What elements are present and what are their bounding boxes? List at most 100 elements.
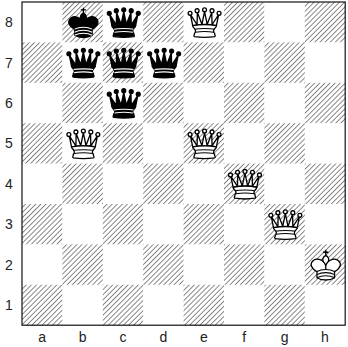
light-square: [184, 244, 225, 285]
queen-ball: [129, 49, 133, 53]
queen-base: [152, 65, 176, 78]
dark-square: [224, 2, 265, 43]
queen-ball: [243, 169, 247, 173]
queen-ball: [114, 90, 118, 94]
queen-ball: [114, 9, 118, 13]
dark-square: [224, 83, 265, 124]
file-label: f: [236, 329, 252, 345]
queen-base: [112, 65, 136, 78]
queen-base: [274, 227, 298, 240]
king-band: [75, 27, 93, 35]
queen-ball: [298, 213, 302, 217]
king-band: [317, 270, 335, 278]
dark-square: [62, 2, 103, 43]
dark-square: [103, 123, 144, 164]
file-label: e: [196, 329, 212, 345]
file-label: h: [317, 329, 333, 345]
light-square: [305, 123, 346, 164]
light-square: [22, 164, 63, 205]
king-cross: [324, 250, 328, 255]
light-square: [224, 285, 265, 326]
queen-band: [74, 69, 93, 73]
queen-base: [72, 146, 96, 159]
queen-ball: [276, 211, 280, 215]
light-square: [103, 164, 144, 205]
dark-square: [264, 123, 305, 164]
black-queen: [107, 89, 140, 118]
black-queen: [67, 48, 100, 77]
light-square: [224, 42, 265, 83]
light-square: [22, 2, 63, 43]
light-square: [62, 204, 103, 245]
queen-band: [195, 28, 214, 32]
dark-square: [22, 285, 63, 326]
queen-ball: [114, 49, 118, 53]
king-body: [69, 17, 98, 38]
queen-ball: [162, 48, 166, 52]
queen-band: [155, 69, 174, 73]
queen-ball: [283, 210, 287, 214]
queen-ball: [250, 170, 254, 174]
queen-ball: [236, 170, 240, 174]
queen-band: [114, 28, 133, 32]
queen-ball: [217, 11, 221, 15]
queen-ball: [81, 129, 85, 133]
light-square: [22, 83, 63, 124]
light-square: [305, 42, 346, 83]
light-square: [264, 164, 305, 205]
rank-label: 1: [1, 297, 17, 313]
queen-ball: [136, 11, 140, 15]
board-border: [22, 2, 345, 325]
dark-square: [305, 244, 346, 285]
light-square: [143, 204, 184, 245]
queen-crown: [69, 133, 97, 147]
queen-ball: [203, 8, 207, 12]
light-square: [184, 164, 225, 205]
light-square: [62, 285, 103, 326]
queen-base: [72, 65, 96, 78]
queen-ball: [195, 130, 199, 134]
queen-ball: [67, 52, 71, 56]
rank-label: 7: [1, 55, 17, 71]
queen-crown: [110, 12, 138, 26]
light-square: [143, 123, 184, 164]
rank-label: 8: [1, 14, 17, 30]
dark-square: [264, 204, 305, 245]
queen-ball: [210, 130, 214, 134]
light-square: [103, 83, 144, 124]
file-label: c: [115, 329, 131, 345]
queen-ball: [107, 92, 111, 96]
queen-ball: [74, 49, 78, 53]
queen-ball: [122, 8, 126, 12]
queen-band: [276, 230, 295, 234]
light-square: [264, 2, 305, 43]
queen-ball: [136, 52, 140, 56]
queen-ball: [170, 49, 174, 53]
dark-square: [184, 42, 225, 83]
light-square: [264, 83, 305, 124]
dark-square: [22, 42, 63, 83]
light-square: [62, 42, 103, 83]
dark-square: [224, 164, 265, 205]
white-queen: [67, 129, 100, 158]
black-queen: [148, 48, 181, 77]
queen-ball: [96, 133, 100, 137]
queen-ball: [107, 52, 111, 56]
queen-ball: [177, 52, 181, 56]
queen-crown: [150, 52, 178, 66]
queen-ball: [148, 52, 152, 56]
light-square: [305, 204, 346, 245]
queen-ball: [291, 211, 295, 215]
queen-ball: [155, 49, 159, 53]
queen-crown: [191, 12, 219, 26]
queen-ball: [89, 49, 93, 53]
white-queen: [188, 8, 221, 37]
queen-ball: [217, 133, 221, 137]
queen-ball: [195, 9, 199, 13]
dark-square: [224, 244, 265, 285]
rank-label: 2: [1, 257, 17, 273]
queen-ball: [210, 9, 214, 13]
queen-ball: [229, 173, 233, 177]
rank-label: 3: [1, 216, 17, 232]
queen-ball: [122, 89, 126, 93]
